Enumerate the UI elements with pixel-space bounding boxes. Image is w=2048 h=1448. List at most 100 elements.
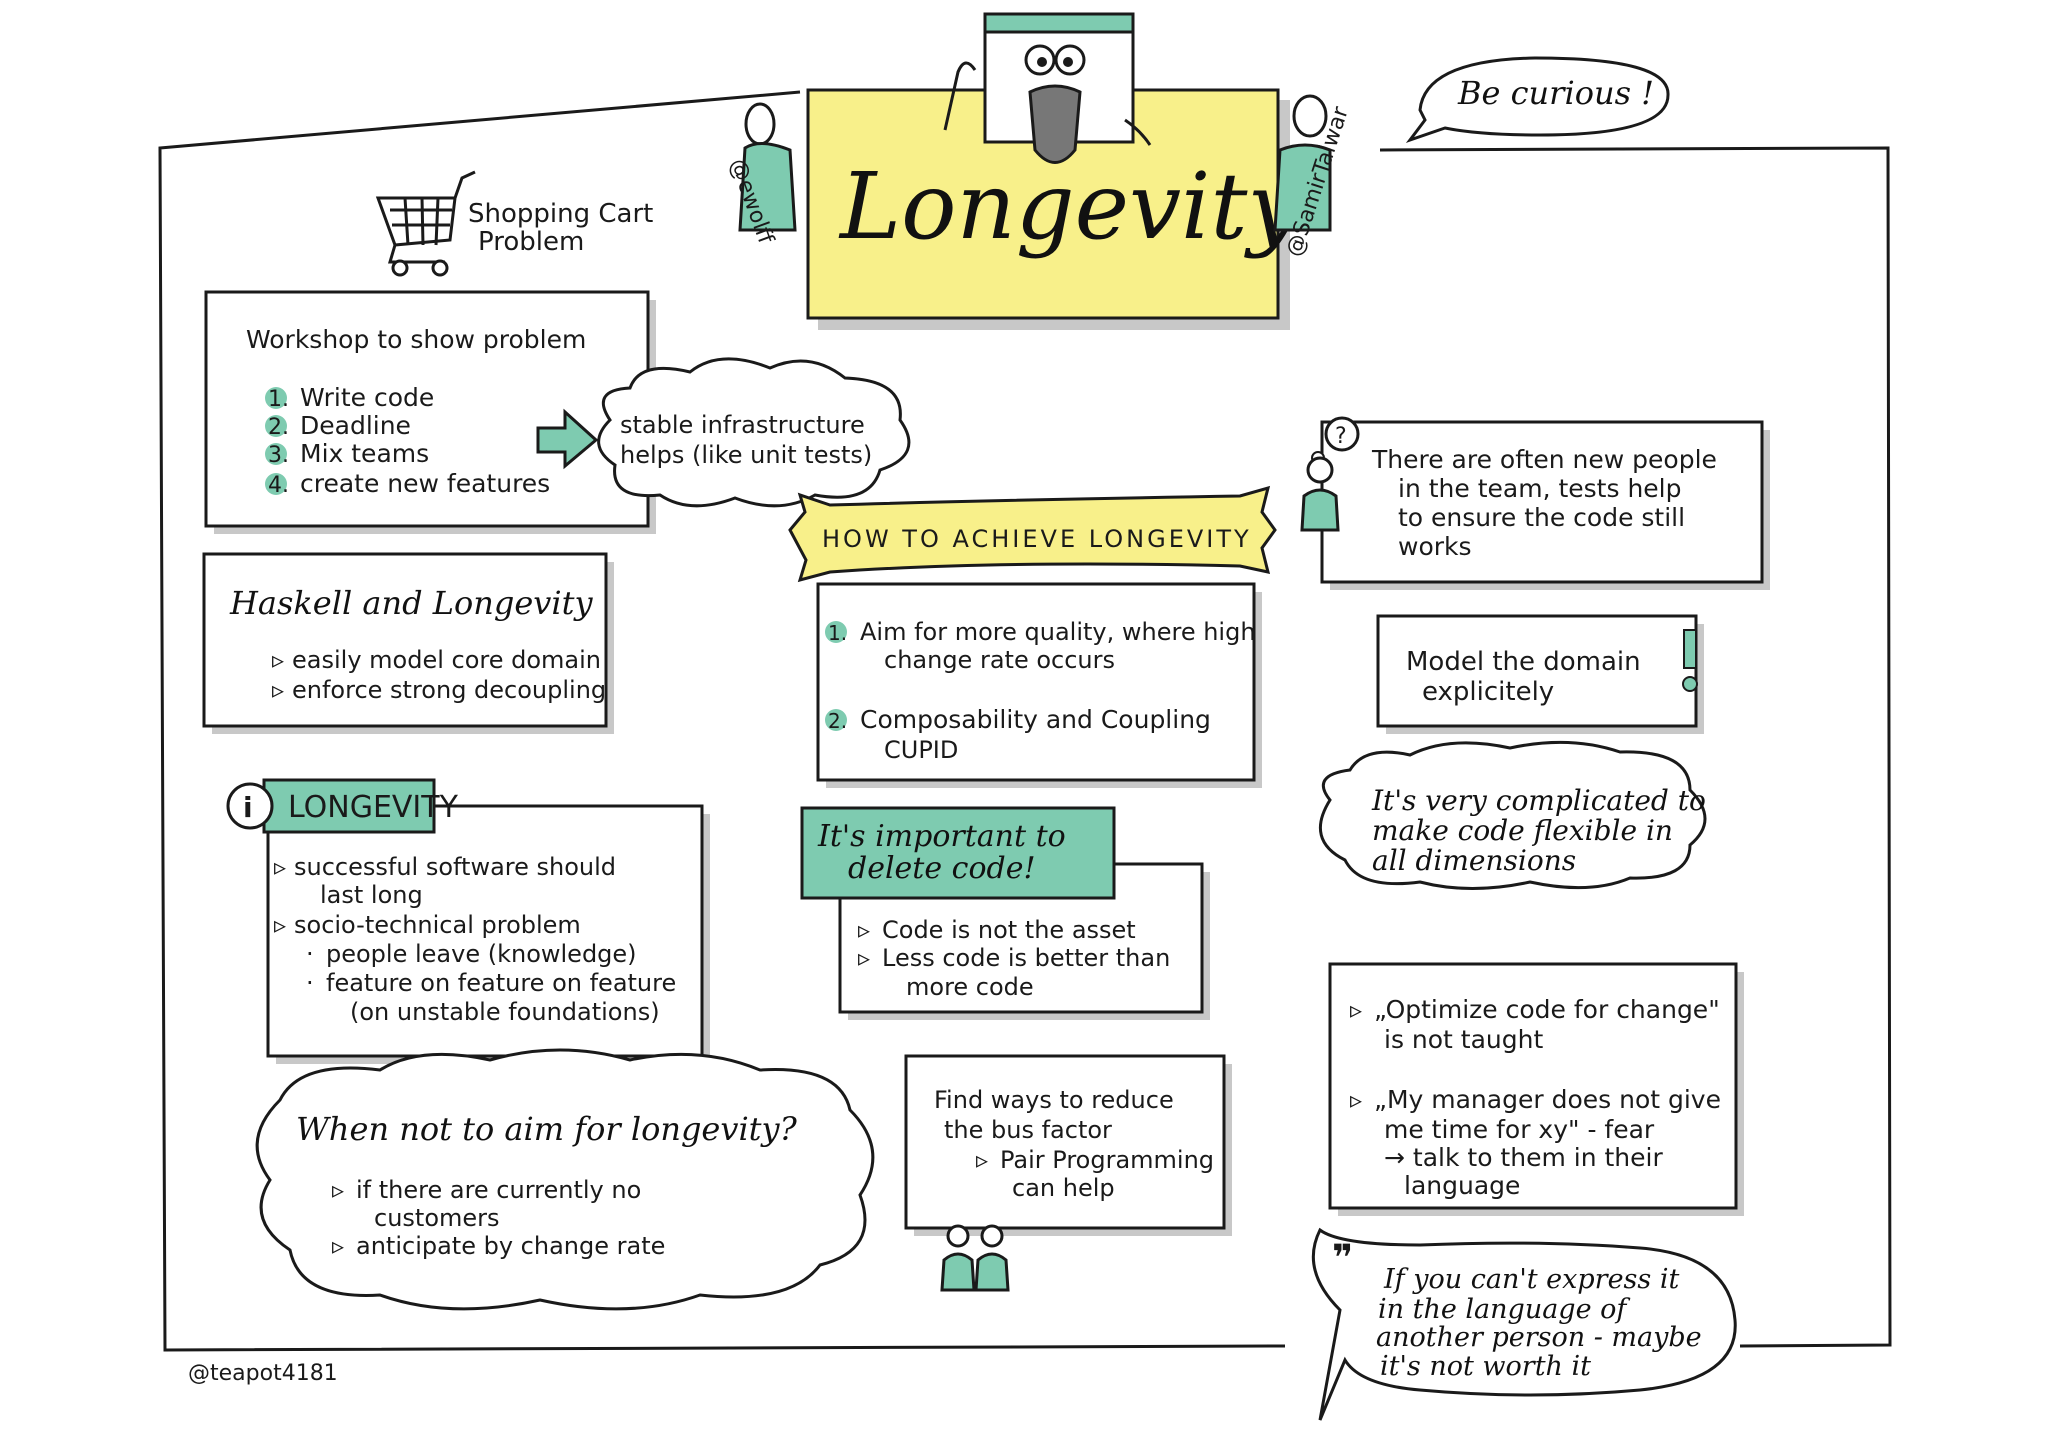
be-curious-text: Be curious ! (1457, 74, 1654, 112)
model-domain-line2: explicitely (1422, 677, 1554, 707)
haskell-item: enforce strong decoupling (292, 676, 606, 704)
optimize-line: „Optimize code for change" (1374, 995, 1720, 1024)
complicated-cloud: It's very complicated to make code flexi… (1318, 740, 1707, 890)
longevity-line: (on unstable foundations) (350, 998, 660, 1026)
delete-code-item: more code (906, 973, 1034, 1001)
bus-factor-line: Find ways to reduce (934, 1086, 1174, 1114)
title-text: Longevity (838, 153, 1300, 260)
when-not-line: customers (374, 1204, 500, 1232)
bus-factor-line: the bus factor (944, 1116, 1112, 1144)
bullet-icon: ▹ (274, 911, 286, 939)
quote-line: another person - maybe (1376, 1322, 1702, 1353)
optimize-line: me time for xy" - fear (1384, 1115, 1655, 1144)
quote-mark-icon: ❞ (1332, 1238, 1353, 1279)
new-people-line: works (1398, 532, 1472, 561)
bullet-icon: ▹ (1350, 996, 1362, 1024)
bullet-icon: ▹ (332, 1232, 344, 1260)
bullet-icon: ▹ (272, 676, 284, 704)
workshop-num: 4. (268, 473, 289, 498)
stable-infrastructure-cloud: stable infrastructure helps (like unit t… (597, 357, 911, 508)
workshop-item: create new features (300, 469, 550, 498)
delete-code-item: Less code is better than (882, 944, 1170, 972)
bullet-icon: ▹ (976, 1146, 988, 1174)
workshop-num: 3. (268, 443, 289, 468)
how-to-item2-line1: Composability and Coupling (860, 705, 1211, 734)
complicated-line: all dimensions (1372, 844, 1576, 877)
new-people-line: There are often new people (1371, 445, 1717, 474)
longevity-tag (262, 778, 436, 834)
how-to-item1-line1: Aim for more quality, where high (860, 618, 1256, 646)
quote-bubble: ❞ If you can't express it in the languag… (1311, 1227, 1737, 1421)
workshop-box: Workshop to show problem 1. Write code 2… (204, 290, 656, 534)
how-to-banner (788, 485, 1277, 583)
monitor-character-icon (943, 12, 1152, 164)
quote-line: If you can't express it (1383, 1264, 1679, 1295)
workshop-list: 1. Write code 2. Deadline 3. Mix teams 4… (265, 383, 550, 498)
workshop-num: 1. (268, 387, 289, 412)
dot-icon: · (306, 969, 314, 997)
when-not-line: if there are currently no (356, 1176, 641, 1204)
bullet-icon: ▹ (858, 944, 870, 972)
bullet-icon: ▹ (274, 853, 286, 881)
optimize-line: language (1404, 1171, 1520, 1200)
stable-cloud-line1: stable infrastructure (620, 411, 865, 439)
longevity-info-box: i LONGEVITY ▹ successful software should… (226, 778, 710, 1064)
quote-line: it's not worth it (1380, 1351, 1591, 1382)
longevity-line: successful software should (294, 853, 616, 881)
be-curious-bubble: Be curious ! (1405, 56, 1670, 143)
delete-code-item: Code is not the asset (882, 916, 1136, 944)
new-people-line: in the team, tests help (1398, 474, 1681, 503)
model-domain-box: Model the domain explicitely (1376, 614, 1704, 734)
info-icon-glyph: i (243, 791, 253, 824)
pair-people-icon (940, 1224, 1010, 1292)
how-to-item1-line2: change rate occurs (884, 646, 1115, 674)
bullet-icon: ▹ (272, 646, 284, 674)
bullet-icon: ▹ (1350, 1086, 1362, 1114)
question-mark-icon: ? (1335, 424, 1347, 449)
optimize-line: → talk to them in their (1384, 1143, 1663, 1172)
complicated-line: It's very complicated to (1371, 784, 1706, 817)
author-handle: @teapot4181 (188, 1361, 338, 1386)
longevity-line: people leave (knowledge) (326, 940, 637, 968)
when-not-cloud: When not to aim for longevity? ▹ if ther… (255, 1048, 875, 1311)
bus-factor-line: Pair Programming (1000, 1146, 1214, 1174)
when-not-line: anticipate by change rate (356, 1232, 665, 1260)
bullet-icon: ▹ (332, 1176, 344, 1204)
optimize-box: ▹ „Optimize code for change" is not taug… (1328, 962, 1744, 1216)
bus-factor-box: Find ways to reduce the bus factor ▹ Pai… (904, 1054, 1232, 1236)
workshop-item: Write code (300, 383, 434, 412)
model-domain-line1: Model the domain (1406, 647, 1641, 677)
shopping-cart-title-line2: Problem (478, 227, 584, 257)
longevity-line: last long (320, 881, 423, 909)
optimize-line: is not taught (1384, 1025, 1543, 1054)
new-people-line: to ensure the code still (1398, 503, 1685, 532)
workshop-num: 2. (268, 415, 289, 440)
dot-icon: · (306, 940, 314, 968)
how-to-num: 1. (828, 621, 847, 645)
bullet-icon: ▹ (858, 916, 870, 944)
shopping-cart-icon (375, 170, 476, 277)
workshop-item: Mix teams (300, 439, 429, 468)
haskell-heading: Haskell and Longevity (229, 584, 593, 622)
bus-factor-line: can help (1012, 1174, 1115, 1202)
workshop-heading: Workshop to show problem (246, 325, 586, 354)
new-people-box: There are often new people in the team, … (1320, 420, 1770, 590)
delete-code-box: It's important to delete code! ▹ Code is… (800, 806, 1210, 1020)
title-area: Longevity @ewolff @SamirTalwar (724, 12, 1354, 330)
how-to-banner-text: HOW TO ACHIEVE LONGEVITY (822, 525, 1252, 553)
longevity-tag-text: LONGEVITY (288, 790, 459, 825)
stable-cloud-line2: helps (like unit tests) (620, 441, 872, 469)
haskell-box: Haskell and Longevity ▹ easily model cor… (202, 552, 614, 734)
longevity-line: feature on feature on feature (326, 969, 676, 997)
shopping-cart-title-line1: Shopping Cart (468, 199, 653, 229)
exclamation-icon (1683, 629, 1697, 669)
delete-code-label (800, 806, 1116, 900)
arrow-right-icon (536, 408, 599, 470)
speaker-right-icon (1273, 94, 1332, 232)
optimize-line: „My manager does not give (1374, 1085, 1721, 1114)
delete-code-line1: It's important to (817, 819, 1066, 854)
delete-code-line2: delete code! (848, 851, 1036, 886)
how-to-box: HOW TO ACHIEVE LONGEVITY 1. Aim for more… (788, 485, 1277, 788)
complicated-line: make code flexible in (1372, 814, 1673, 847)
